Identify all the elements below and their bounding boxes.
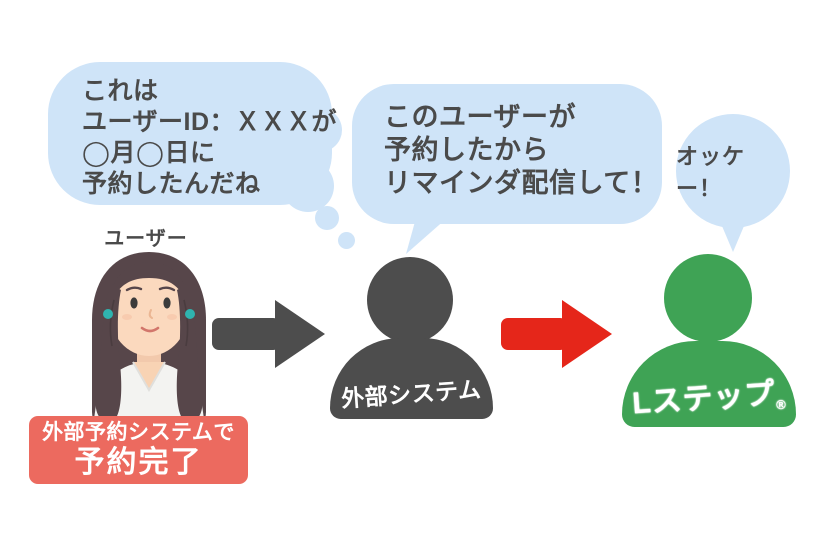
reservation-complete-banner: 外部予約システムで 予約完了 bbox=[29, 416, 248, 484]
thought-trail-dot bbox=[315, 206, 339, 230]
lstep-logo: Lステップ® bbox=[631, 368, 788, 423]
speech-bubble-text: このユーザーが 予約したから リマインダ配信して！ bbox=[384, 101, 674, 200]
arrow-right-gray-icon bbox=[212, 300, 325, 368]
speech-bubble-tail bbox=[406, 218, 447, 254]
external-system-body: 外部システム bbox=[330, 338, 493, 419]
external-system-head bbox=[367, 257, 453, 343]
user-avatar bbox=[92, 252, 206, 426]
lstep-logo-text: Lステップ bbox=[631, 377, 777, 421]
thought-line: ユーザーID：ＸＸＸが bbox=[82, 108, 338, 136]
user-label: ユーザー bbox=[104, 228, 188, 250]
earring bbox=[185, 309, 195, 319]
ok-bubble: オッケー！ bbox=[676, 114, 790, 228]
speech-line: 予約したから bbox=[384, 135, 549, 165]
lstep-head bbox=[664, 254, 752, 342]
banner-line1: 外部予約システムで bbox=[42, 421, 235, 444]
speech-line: リマインダ配信して！ bbox=[384, 168, 659, 198]
earring bbox=[103, 309, 113, 319]
speech-line: このユーザーが bbox=[384, 102, 576, 132]
thought-line: これは bbox=[82, 77, 159, 105]
thought-line: 予約したんだね bbox=[82, 170, 261, 198]
thought-bubble-text: これは ユーザーID：ＸＸＸが ◯月◯日に 予約したんだね bbox=[82, 76, 342, 200]
ok-bubble-text: オッケー！ bbox=[676, 144, 746, 201]
banner-line2: 予約完了 bbox=[74, 446, 203, 479]
external-system-label: 外部システム bbox=[340, 375, 483, 412]
thought-bubble-bump bbox=[298, 108, 342, 152]
ok-bubble-tail bbox=[722, 226, 744, 252]
thought-line: ◯月◯日に bbox=[82, 139, 216, 167]
thought-trail-dot bbox=[338, 232, 355, 249]
lstep-body: Lステップ® bbox=[622, 341, 796, 427]
arrow-right-red-icon bbox=[501, 300, 612, 368]
lstep-registered-mark: ® bbox=[775, 396, 788, 413]
thought-bubble-bump bbox=[282, 160, 334, 212]
speech-bubble bbox=[352, 84, 662, 224]
